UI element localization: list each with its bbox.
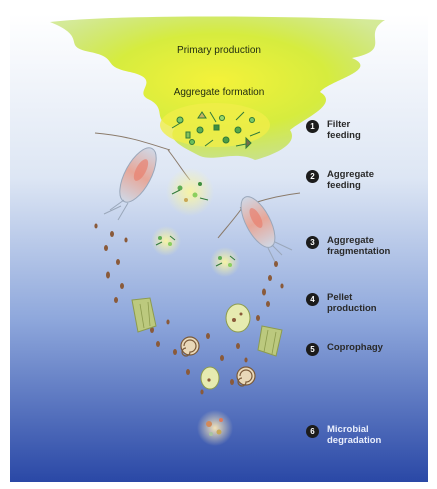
- step-label-line: production: [327, 303, 377, 314]
- pellet-producer-lower: [200, 366, 220, 390]
- step-label-line: feeding: [327, 180, 361, 191]
- step-label-line: Microbial: [327, 424, 369, 435]
- step-number: 3: [306, 236, 319, 249]
- step-label-line: Aggregate: [327, 235, 374, 246]
- salp-right: [257, 325, 283, 357]
- step-label-line: feeding: [327, 130, 361, 141]
- step-label-line: Pellet: [327, 292, 353, 303]
- step-label-line: degradation: [327, 435, 382, 446]
- step-number: 2: [306, 170, 319, 183]
- aggregate-feeding: [166, 168, 214, 216]
- step-coprophagy: 5 Coprophagy: [306, 342, 417, 356]
- fecal-pellets: [94, 223, 284, 395]
- step-number: 4: [306, 293, 319, 306]
- coprophagy-spiral-right: [236, 366, 256, 387]
- step-label-line: Coprophagy: [327, 342, 383, 353]
- copepod-right: [217, 192, 301, 265]
- step-number: 1: [306, 120, 319, 133]
- pellet-producer-center: [225, 303, 251, 333]
- aggregate-fragment-left: [151, 226, 181, 256]
- step-label-line: fragmentation: [327, 246, 391, 257]
- salp-left: [131, 297, 157, 333]
- label-aggregate-formation: Aggregate formation: [173, 87, 265, 98]
- microbial-particle: [197, 410, 233, 446]
- step-label-line: Aggregate: [327, 169, 374, 180]
- label-primary-production: Primary production: [177, 45, 261, 56]
- coprophagy-spiral-left: [180, 336, 200, 357]
- step-number: 5: [306, 343, 319, 356]
- step-number: 6: [306, 425, 319, 438]
- step-label-line: Filter: [327, 119, 351, 130]
- aggregate-cluster-surface: [171, 111, 261, 150]
- aggregate-fragment-right: [210, 247, 240, 277]
